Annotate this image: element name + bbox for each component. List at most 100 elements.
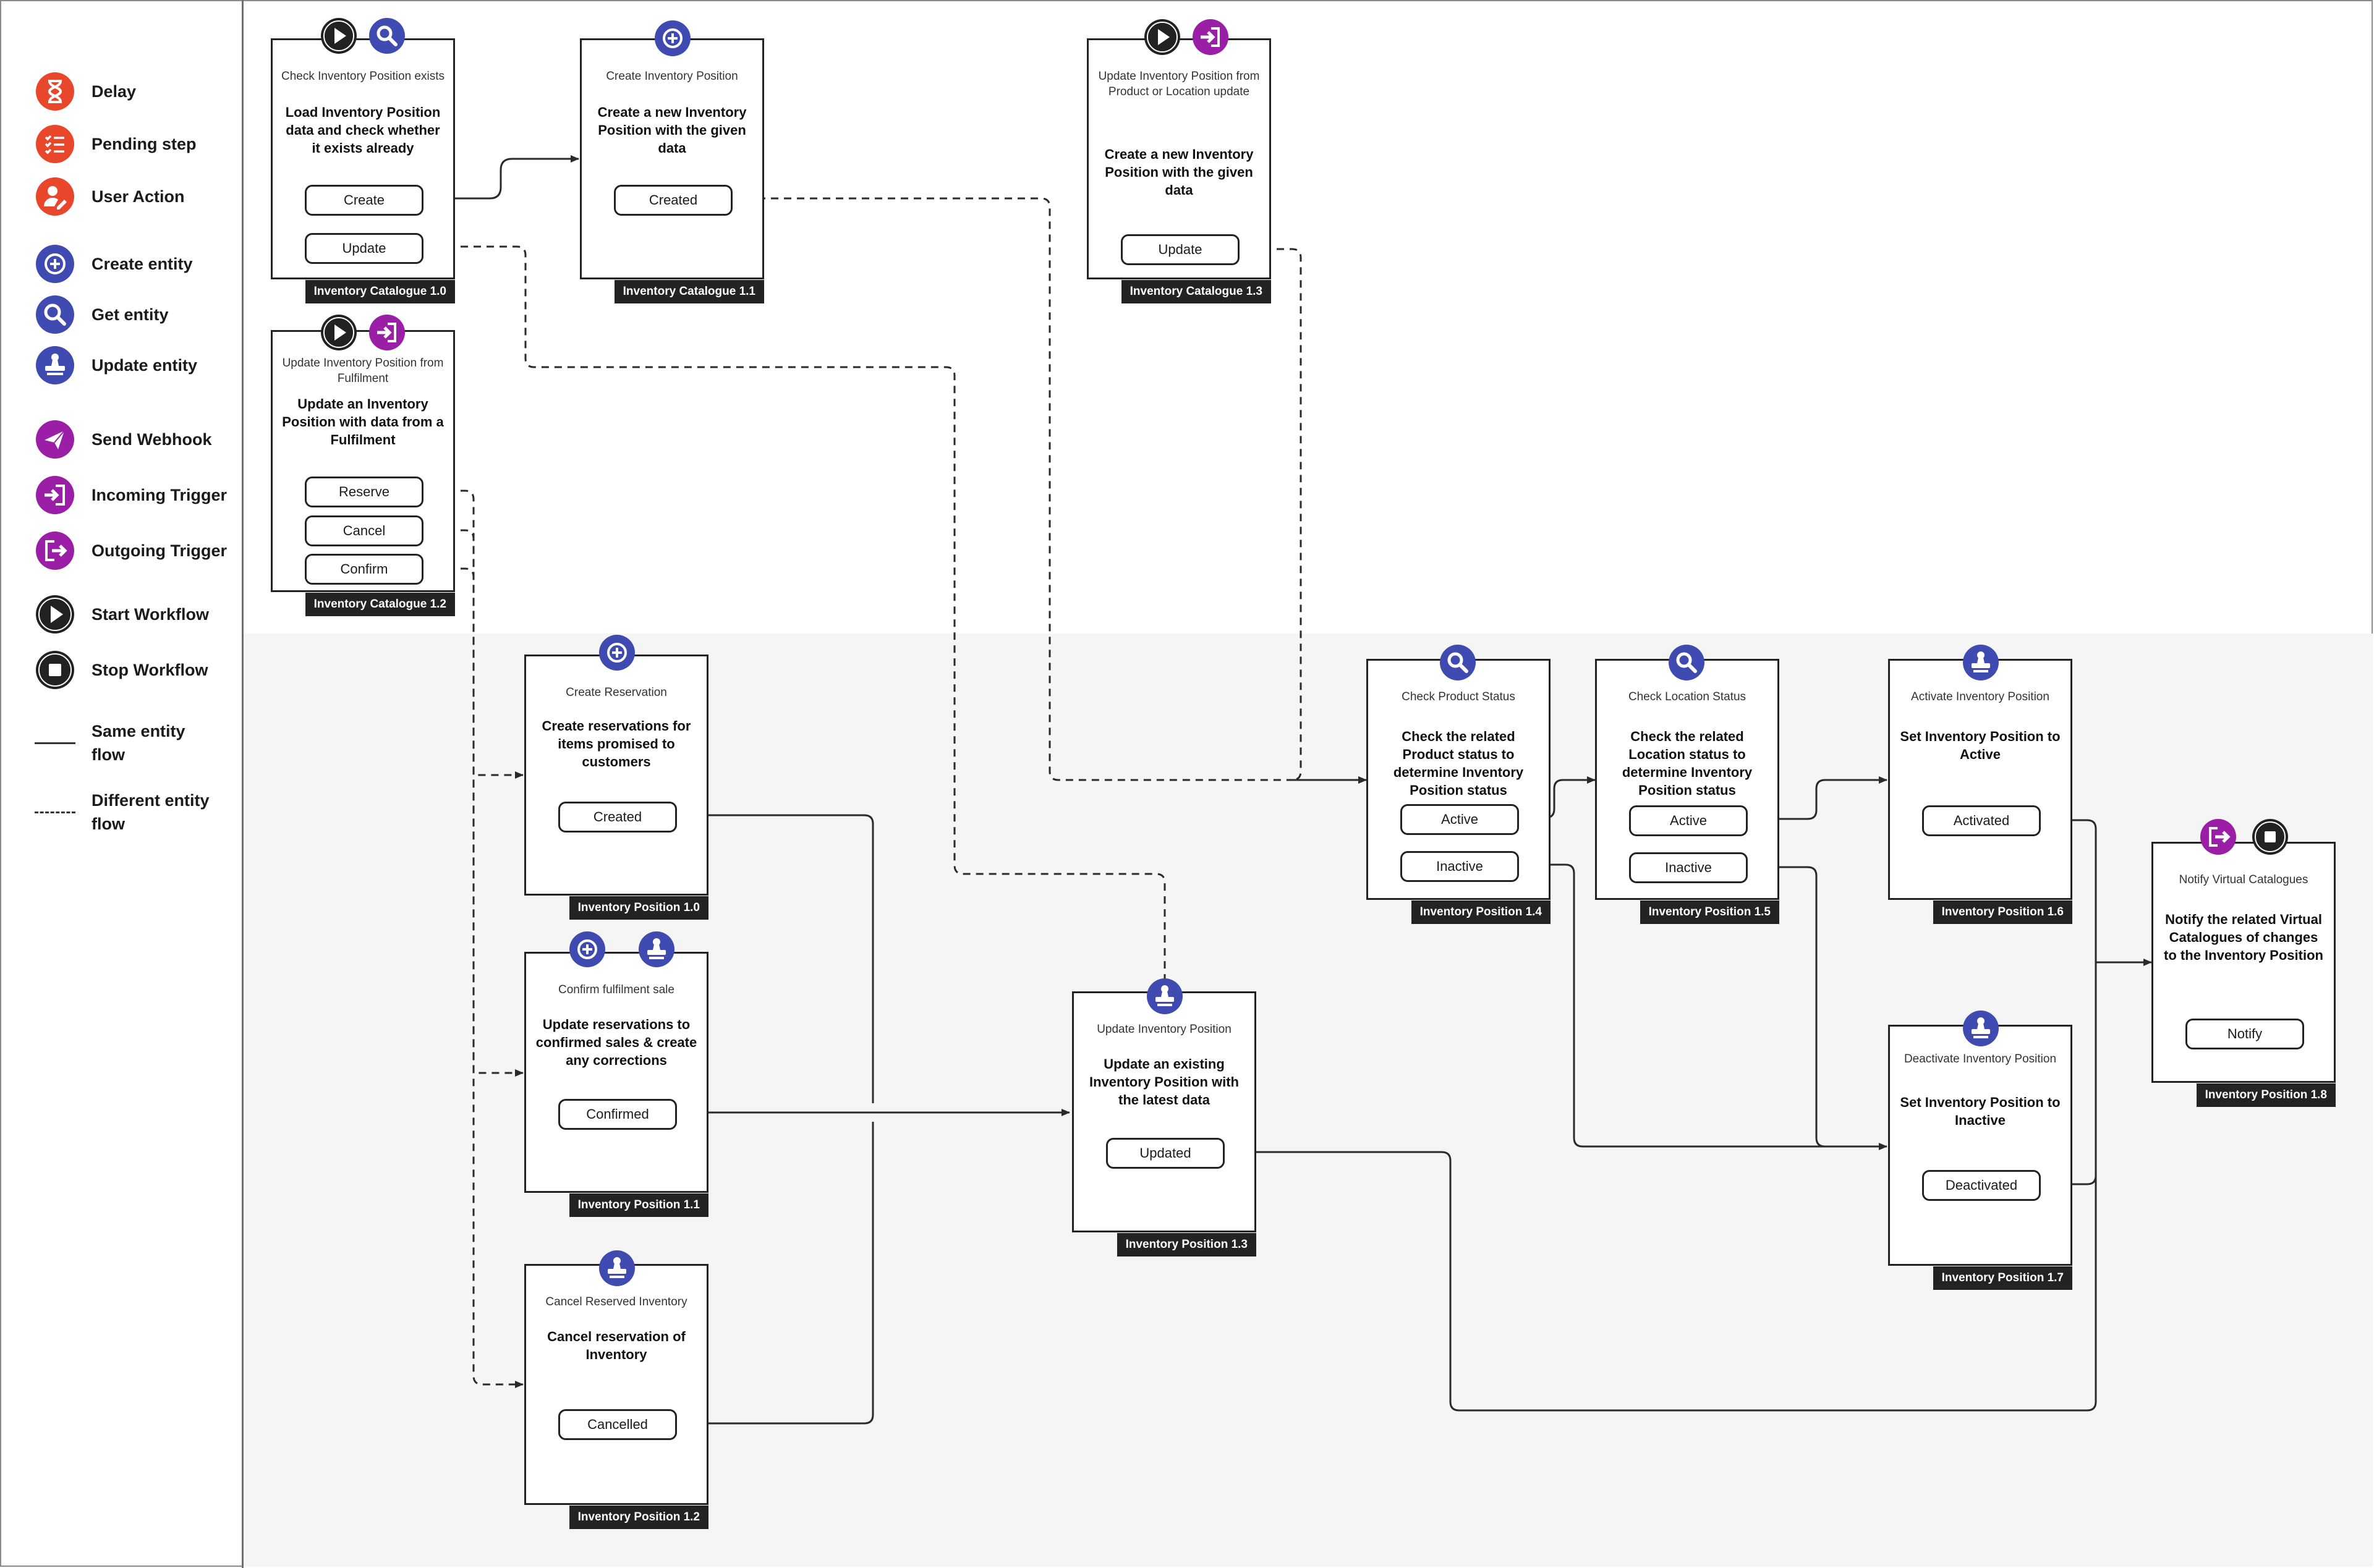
outcome-updated[interactable]: Updated xyxy=(1106,1138,1225,1169)
edge-inactive15-to-ip17 xyxy=(1746,866,1887,1148)
sign-out-icon xyxy=(2200,819,2236,855)
legend-label: Pending step xyxy=(91,135,197,153)
node-inventory-position-1-4[interactable]: Check Product Status Check the related P… xyxy=(1366,659,1551,924)
legend-label: Incoming Trigger xyxy=(91,486,228,504)
outcome-update[interactable]: Update xyxy=(1121,234,1240,265)
outcome-cancelled[interactable]: Cancelled xyxy=(558,1409,677,1440)
magnifier-icon xyxy=(36,295,74,334)
legend-label: Same entity flow xyxy=(91,722,185,764)
node-tag: Inventory Position 1.1 xyxy=(569,1193,708,1217)
play-icon xyxy=(321,315,357,350)
edge-confirm-to-ip11 xyxy=(422,567,524,1077)
outcome-notify[interactable]: Notify xyxy=(2185,1019,2304,1049)
edge-updated-to-ip18 xyxy=(1223,962,2097,1412)
node-description: Check the related Product status to dete… xyxy=(1393,729,1524,798)
node-tag: Inventory Position 1.0 xyxy=(569,896,708,920)
node-tag: Inventory Catalogue 1.0 xyxy=(305,280,455,303)
edge-update-to-ip13 xyxy=(422,245,1168,990)
node-inventory-position-1-3[interactable]: Update Inventory Position Update an exis… xyxy=(1072,991,1256,1257)
outcome-created[interactable]: Created xyxy=(558,802,677,833)
outcome-create[interactable]: Create xyxy=(305,185,423,216)
edge-cancel-to-ip12 xyxy=(422,529,524,1388)
plus-circle-icon xyxy=(599,635,635,671)
plus-circle-icon xyxy=(36,245,74,283)
node-inventory-catalogue-1-1[interactable]: Create Inventory Position Create a new I… xyxy=(580,38,764,303)
outcome-cancel[interactable]: Cancel xyxy=(305,515,423,546)
node-description: Create reservations for items promised t… xyxy=(542,718,691,769)
node-inventory-catalogue-1-2[interactable]: Update Inventory Position from Fulfilmen… xyxy=(271,330,455,616)
node-subtitle: Cancel Reserved Inventory xyxy=(545,1295,687,1308)
legend-label: Create entity xyxy=(91,255,193,273)
outcome-inactive[interactable]: Inactive xyxy=(1629,852,1748,883)
outcome-active[interactable]: Active xyxy=(1400,804,1519,835)
dashed-line-icon xyxy=(35,811,75,813)
node-description: Set Inventory Position to Inactive xyxy=(1900,1095,2061,1128)
node-description: Update reservations to confirmed sales &… xyxy=(535,1017,697,1068)
node-tag: Inventory Position 1.5 xyxy=(1640,901,1779,924)
node-tag: Inventory Position 1.7 xyxy=(1933,1266,2072,1290)
legend-label: Delay xyxy=(91,82,137,101)
outcome-update[interactable]: Update xyxy=(305,233,423,264)
user-edit-icon xyxy=(36,177,74,216)
node-inventory-position-1-6[interactable]: Activate Inventory Position Set Inventor… xyxy=(1888,659,2072,924)
node-subtitle: Check Inventory Position exists xyxy=(281,70,445,83)
node-inventory-position-1-5[interactable]: Check Location Status Check the related … xyxy=(1595,659,1779,924)
node-inventory-position-1-2[interactable]: Cancel Reserved Inventory Cancel reserva… xyxy=(524,1264,708,1529)
node-description: Load Inventory Position data and check w… xyxy=(285,104,441,156)
node-tag: Inventory Position 1.3 xyxy=(1117,1233,1256,1257)
sign-in-icon xyxy=(36,476,74,514)
node-subtitle: Update Inventory Position xyxy=(1097,1023,1232,1036)
plus-circle-icon xyxy=(569,931,605,967)
node-inventory-catalogue-1-3[interactable]: Update Inventory Position from Product o… xyxy=(1087,38,1271,303)
node-subtitle: Activate Inventory Position xyxy=(1911,690,2049,703)
outcome-active[interactable]: Active xyxy=(1629,805,1748,836)
outcome-reserve[interactable]: Reserve xyxy=(305,477,423,507)
node-description: Update an existing Inventory Position wi… xyxy=(1089,1056,1239,1108)
magnifier-icon xyxy=(369,18,405,54)
node-subtitle: Notify Virtual Catalogues xyxy=(2179,873,2308,886)
edge-created-to-ip13 xyxy=(675,814,874,1103)
node-tag: Inventory Catalogue 1.2 xyxy=(305,593,455,616)
edge-ic11-created-to-ip14 xyxy=(732,197,1367,784)
node-description: Set Inventory Position to Active xyxy=(1900,729,2061,762)
outcome-deactivated[interactable]: Deactivated xyxy=(1922,1170,2041,1201)
node-inventory-catalogue-1-0[interactable]: Check Inventory Position exists Load Inv… xyxy=(271,38,455,303)
edge-inactive14-to-ip17 xyxy=(1516,863,1887,1150)
stamp-icon xyxy=(639,931,674,967)
play-icon xyxy=(36,595,74,634)
legend-label: Start Workflow xyxy=(91,605,210,624)
node-description: Create a new Inventory Position with the… xyxy=(1104,146,1254,198)
node-inventory-position-1-0[interactable]: Create Reservation Create reservations f… xyxy=(524,655,708,920)
magnifier-icon xyxy=(1440,645,1476,680)
sign-out-icon xyxy=(36,532,74,570)
legend-item-send-webhook: Send Webhook xyxy=(35,418,212,460)
node-subtitle: Confirm fulfilment sale xyxy=(558,983,674,996)
node-subtitle: Update Inventory Position from Product o… xyxy=(1098,70,1260,98)
legend-label: Different entity flow xyxy=(91,791,210,833)
node-inventory-position-1-8[interactable]: Notify Virtual Catalogues Notify the rel… xyxy=(2151,842,2336,1107)
node-inventory-position-1-1[interactable]: Confirm fulfilment sale Update reservati… xyxy=(524,952,708,1217)
outcome-activated[interactable]: Activated xyxy=(1922,805,2041,836)
stop-icon xyxy=(36,651,74,689)
legend-item-incoming-trigger: Incoming Trigger xyxy=(35,474,227,516)
stamp-icon xyxy=(1963,645,1999,680)
legend-label: Outgoing Trigger xyxy=(91,541,227,560)
legend-label: Stop Workflow xyxy=(91,661,208,679)
outcome-confirmed[interactable]: Confirmed xyxy=(558,1099,677,1130)
outcome-confirm[interactable]: Confirm xyxy=(305,554,423,585)
node-subtitle: Check Location Status xyxy=(1628,690,1746,703)
outcome-inactive[interactable]: Inactive xyxy=(1400,851,1519,882)
legend-item-start-workflow: Start Workflow xyxy=(35,593,209,635)
node-tag: Inventory Catalogue 1.1 xyxy=(614,280,764,303)
outcome-created[interactable]: Created xyxy=(614,185,733,216)
edge-create-to-ic11 xyxy=(422,155,579,200)
paper-plane-icon xyxy=(36,420,74,459)
play-icon xyxy=(321,18,357,54)
legend-item-outgoing-trigger: Outgoing Trigger xyxy=(35,530,227,572)
node-tag: Inventory Position 1.2 xyxy=(569,1506,708,1529)
node-tag: Inventory Position 1.8 xyxy=(2196,1083,2336,1107)
node-inventory-position-1-7[interactable]: Deactivate Inventory Position Set Invent… xyxy=(1888,1025,2072,1290)
legend-item-user-action: User Action xyxy=(35,176,185,218)
node-tag: Inventory Position 1.6 xyxy=(1933,901,2072,924)
